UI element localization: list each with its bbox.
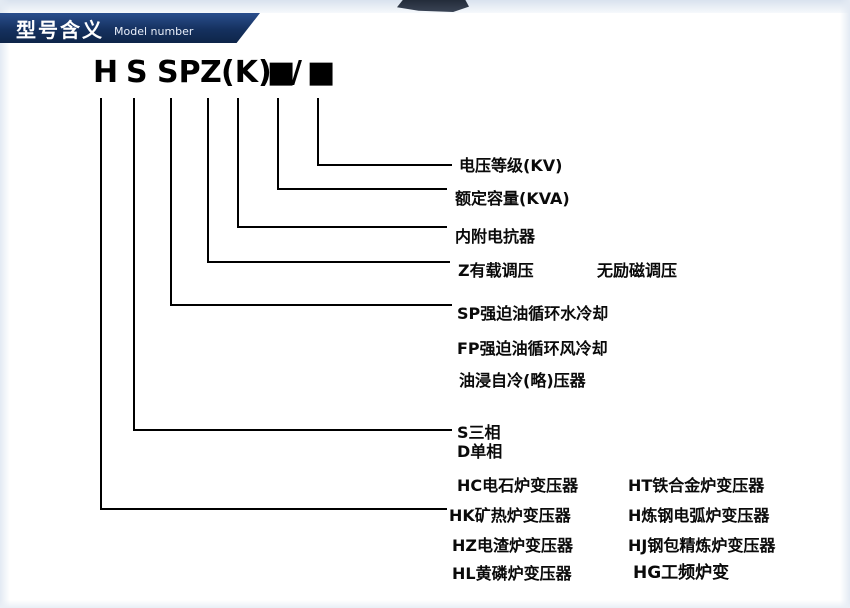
section-header-band: 型号含义 Model number <box>0 13 260 43</box>
label-furnace-h: H炼钢电弧炉变压器 <box>628 506 770 525</box>
label-furnace-ht: HT铁合金炉变压器 <box>628 476 765 495</box>
label-furnace-hg: HG工频炉变 <box>633 563 730 583</box>
label-sp-cooling: SP强迫油循环水冷却 <box>457 304 609 323</box>
label-fp-cooling: FP强迫油循环风冷却 <box>457 339 608 358</box>
connector-line-reactor-h <box>237 226 447 228</box>
connector-line-phase-h <box>133 429 452 431</box>
label-furnace-hz: HZ电渣炉变压器 <box>452 536 573 555</box>
page-edge-bottom <box>0 600 850 608</box>
code-part-capacity-square: ■ <box>267 55 296 90</box>
label-furnace-hk: HK矿热炉变压器 <box>449 506 571 525</box>
page-edge-left <box>0 0 10 608</box>
label-furnace-hj: HJ钢包精炼炉变压器 <box>628 536 776 555</box>
connector-line-furnace-h <box>100 508 447 510</box>
label-oil-self-cooling: 油浸自冷(略)压器 <box>459 371 586 390</box>
label-no-excitation-regulation: 无励磁调压 <box>597 261 678 280</box>
label-furnace-hc: HC电石炉变压器 <box>457 476 579 495</box>
section-title: 型号含义 <box>16 17 104 42</box>
label-three-phase: S三相 <box>457 423 501 442</box>
connector-line-cooling-h <box>170 304 452 306</box>
connector-line-voltage-h <box>317 164 452 166</box>
connector-line-regulation-v <box>207 98 209 263</box>
connector-line-cooling-v <box>170 98 172 306</box>
connector-line-capacity-v <box>277 98 279 190</box>
label-single-phase: D单相 <box>457 442 503 461</box>
transformer-photo-fragment <box>397 0 469 12</box>
code-part-k: (K) <box>221 55 272 90</box>
label-reactor: 内附电抗器 <box>455 227 536 246</box>
code-part-z: Z <box>200 55 222 90</box>
page-edge-right <box>840 0 850 608</box>
code-part-s: S <box>126 55 148 90</box>
connector-line-phase-v <box>133 98 135 431</box>
code-part-sp: SP <box>157 55 201 90</box>
code-part-voltage-square: ■ <box>307 55 336 90</box>
code-part-h: H <box>93 55 119 90</box>
label-rated-capacity: 额定容量(KVA) <box>455 189 570 208</box>
section-subtitle: Model number <box>114 25 194 38</box>
connector-line-furnace-v <box>100 98 102 510</box>
connector-line-regulation-h <box>207 261 450 263</box>
connector-line-reactor-v <box>237 98 239 228</box>
connector-line-voltage-v <box>317 98 319 166</box>
label-voltage-level: 电压等级(KV) <box>459 156 563 175</box>
connector-line-capacity-h <box>277 188 447 190</box>
code-part-slash: / <box>291 55 302 90</box>
label-onload-regulation: Z有载调压 <box>458 261 534 280</box>
label-furnace-hl: HL黄磷炉变压器 <box>452 564 572 583</box>
